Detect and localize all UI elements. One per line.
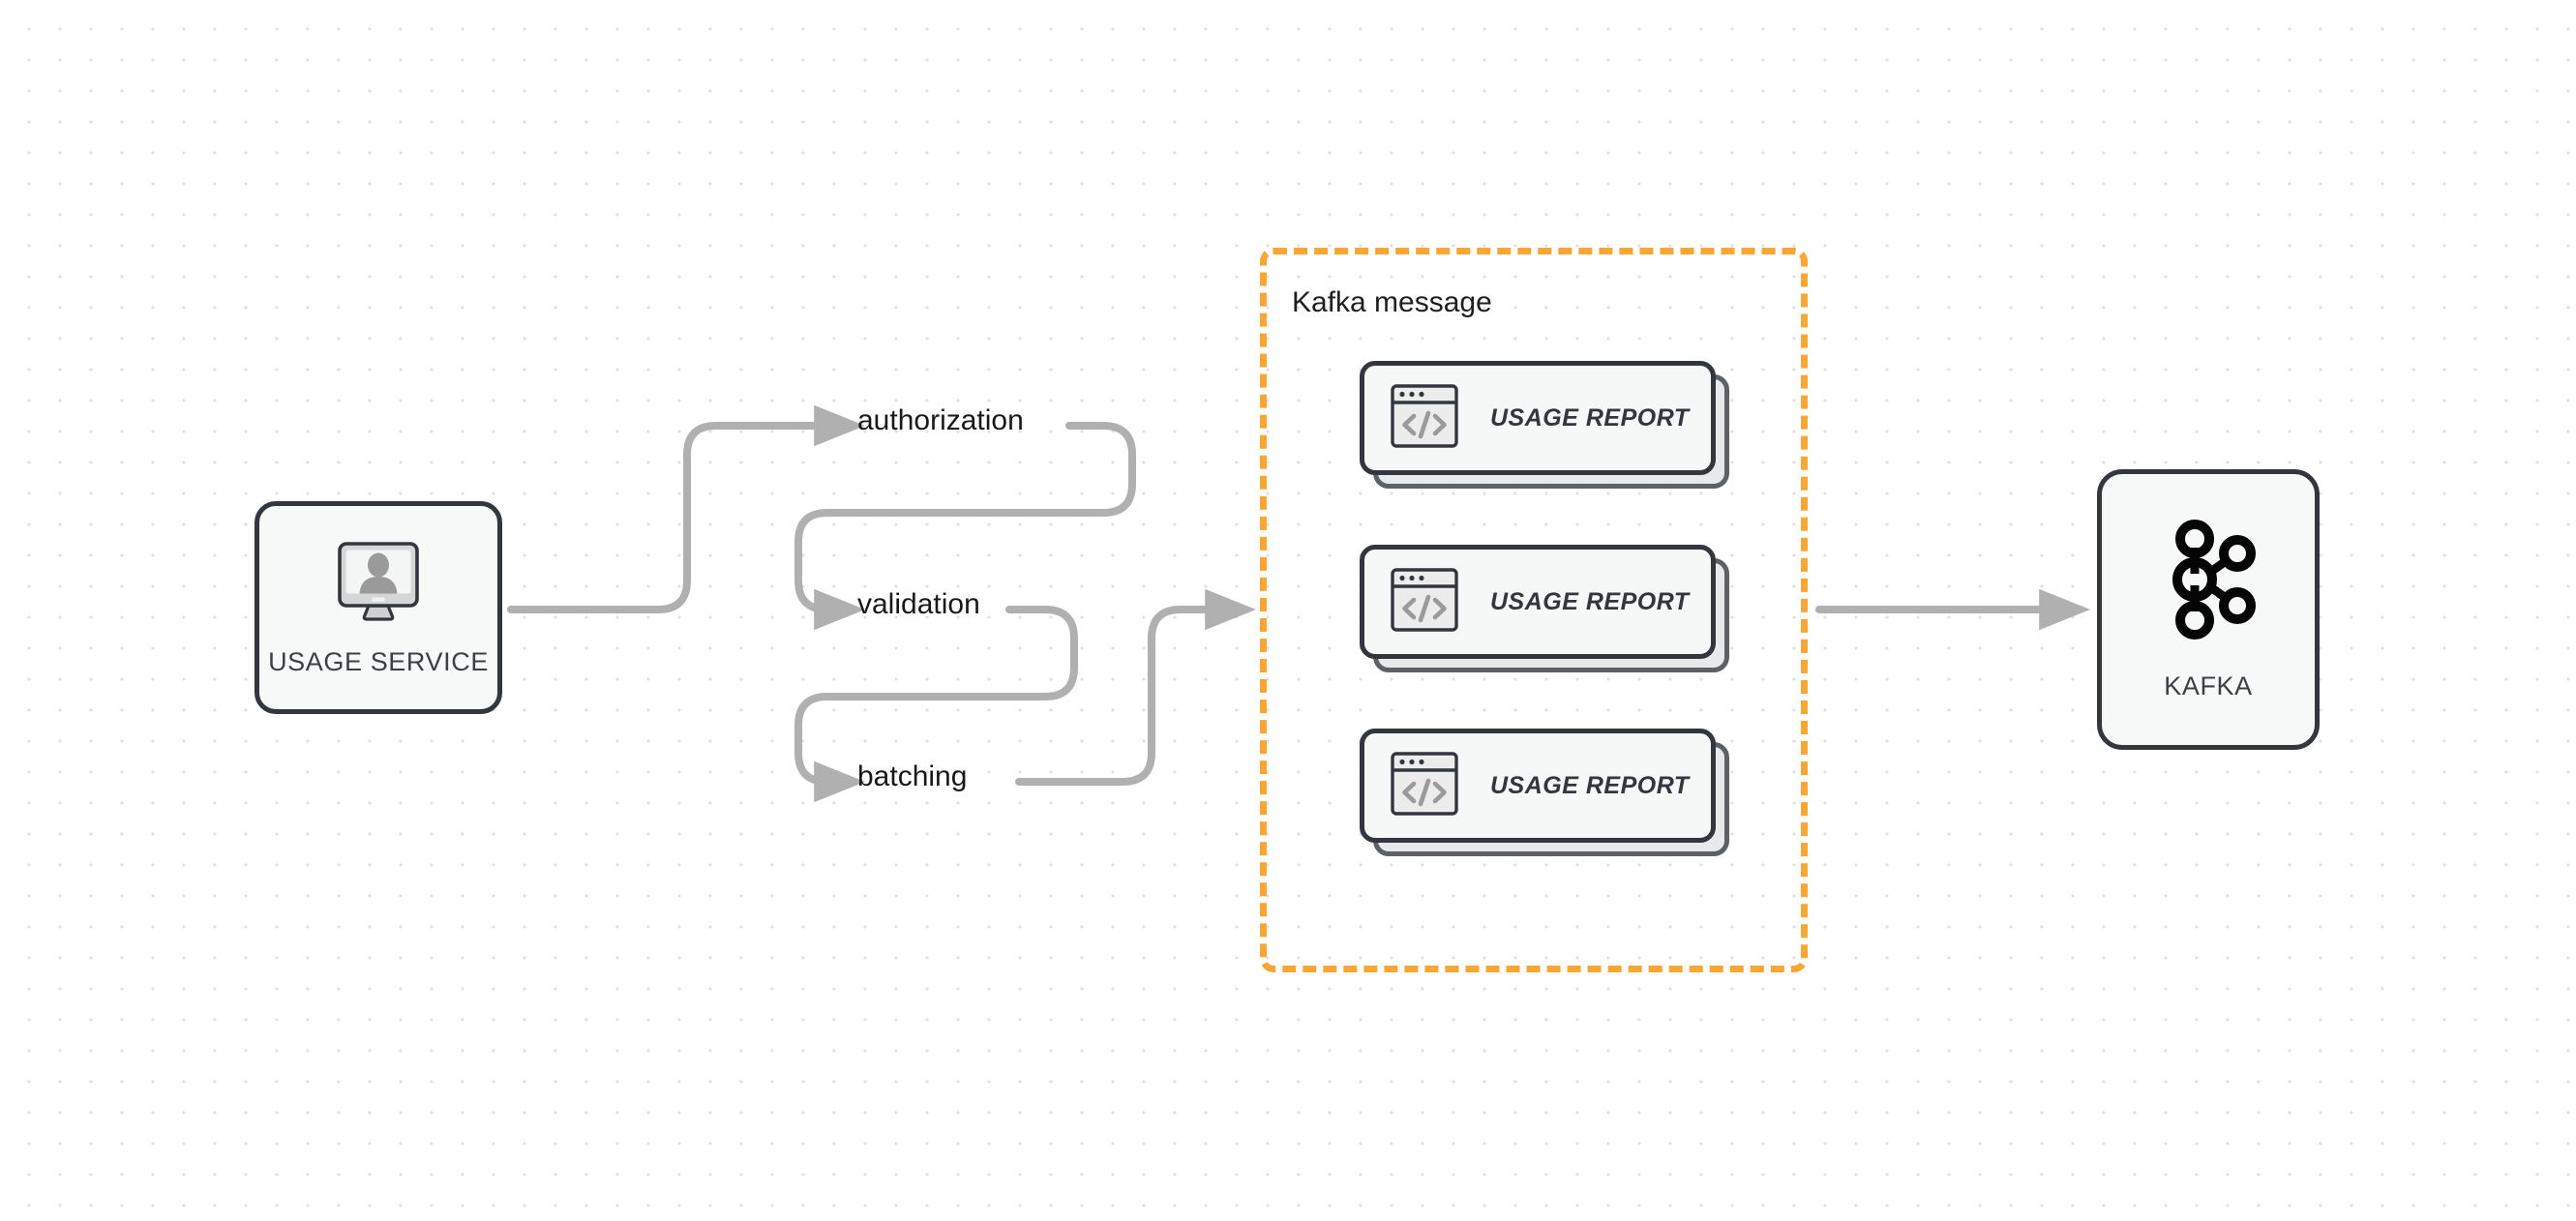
usage-report-card[interactable]: USAGE REPORT (1360, 361, 1716, 475)
usage-report-card-label: USAGE REPORT (1490, 771, 1690, 799)
usage-report-card-label: USAGE REPORT (1490, 403, 1690, 432)
usage-report-card-stack[interactable]: USAGE REPORT (1360, 545, 1729, 672)
group-title-kafka-message: Kafka message (1292, 286, 1492, 318)
kafka-logo-icon (2158, 518, 2259, 646)
node-label-usage-service: USAGE SERVICE (268, 647, 489, 676)
monitor-user-icon (332, 538, 425, 632)
code-window-icon (1390, 749, 1459, 823)
usage-report-card-stack[interactable]: USAGE REPORT (1360, 729, 1729, 856)
pipeline-step-label: authorization (857, 404, 1024, 436)
usage-report-card[interactable]: USAGE REPORT (1360, 729, 1716, 843)
pipeline-step-label: batching (857, 760, 968, 792)
usage-report-card[interactable]: USAGE REPORT (1360, 545, 1716, 659)
edge-authorization-to-validation (794, 422, 1136, 631)
usage-report-card-label: USAGE REPORT (1490, 587, 1690, 615)
usage-report-card-stack[interactable]: USAGE REPORT (1360, 361, 1729, 489)
edge-validation-to-batching (794, 606, 1078, 803)
edge-usage-service-to-authorization (507, 404, 866, 613)
node-kafka[interactable]: KAFKA (2097, 469, 2320, 750)
code-window-icon (1390, 565, 1459, 640)
group-kafka-message[interactable]: Kafka message USAGE REP (1260, 248, 1808, 972)
node-usage-service[interactable]: USAGE SERVICE (255, 501, 502, 714)
pipeline-step-authorization[interactable]: authorization (857, 404, 1024, 437)
pipeline-step-batching[interactable]: batching (857, 760, 967, 793)
code-window-icon (1390, 381, 1459, 456)
node-label-kafka: KAFKA (2164, 671, 2253, 700)
edge-batching-to-kafka-message (1015, 588, 1257, 786)
pipeline-step-label: validation (857, 588, 980, 620)
pipeline-step-validation[interactable]: validation (857, 588, 980, 621)
